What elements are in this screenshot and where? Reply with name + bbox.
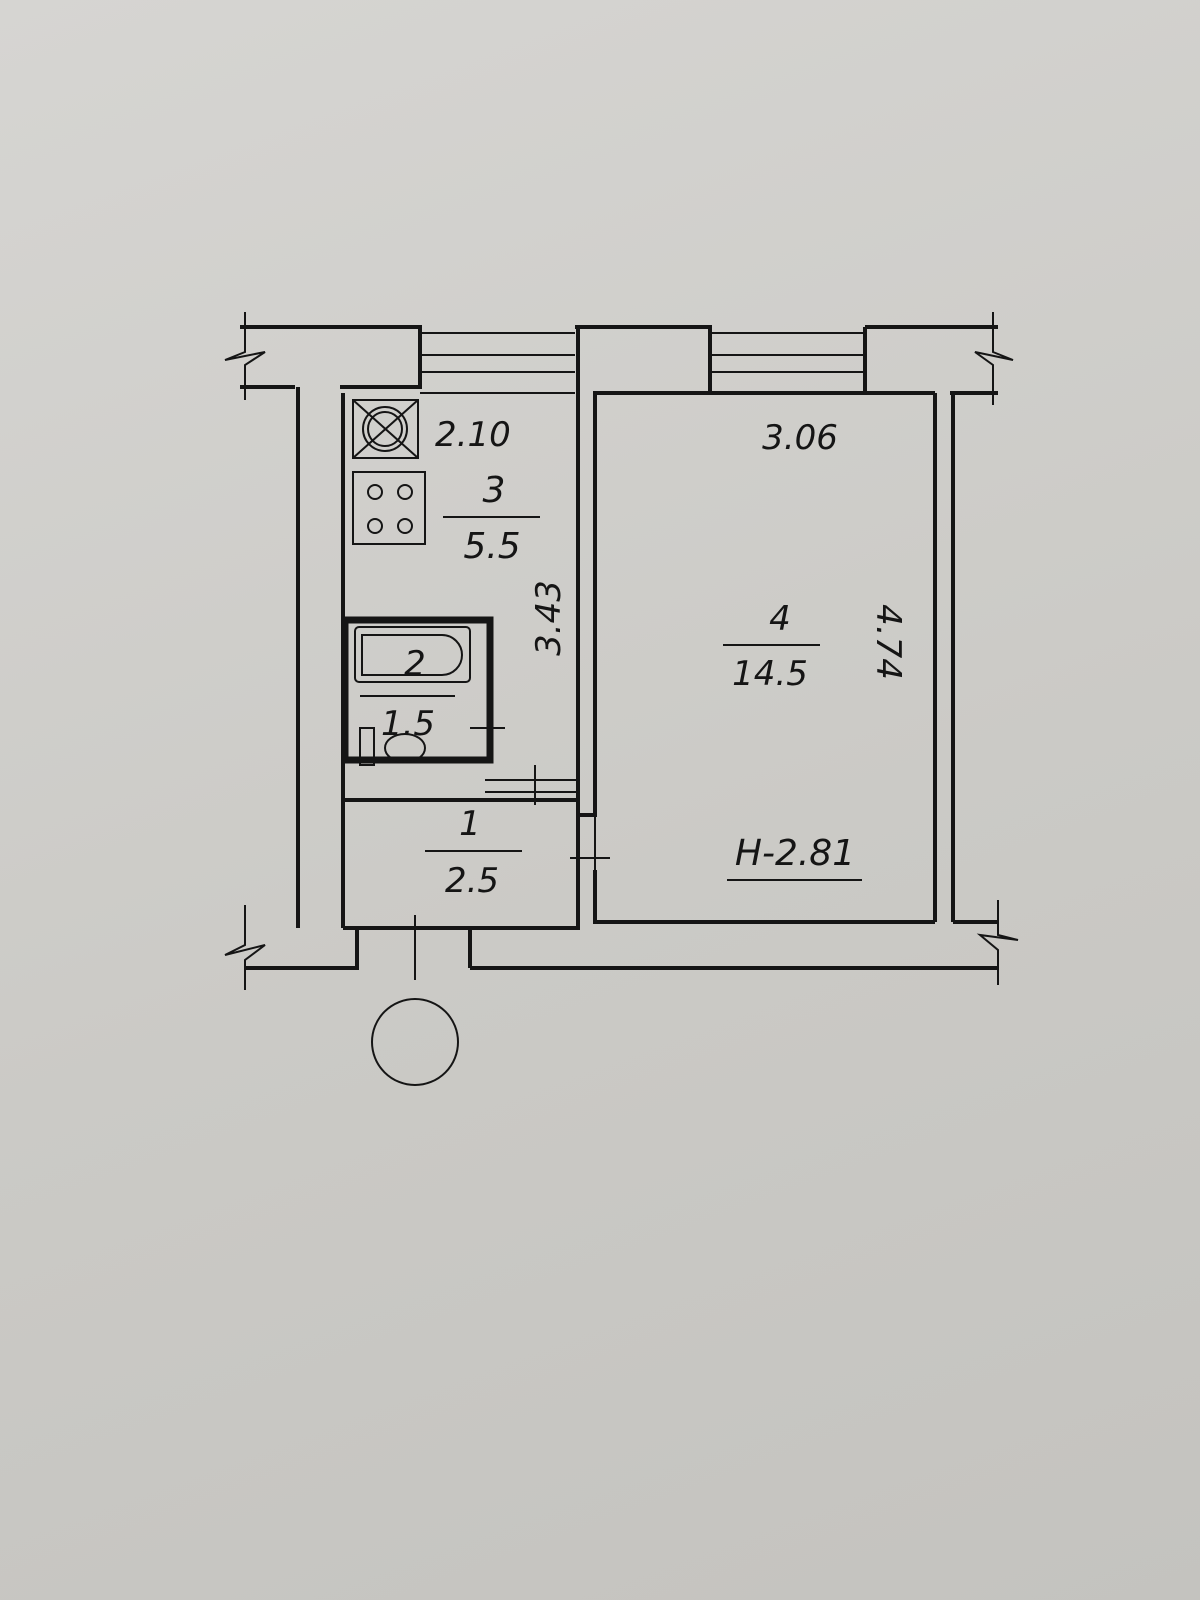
room-bottom-wall bbox=[593, 870, 935, 924]
kitchen-width: 2.10 bbox=[435, 415, 511, 455]
room-length: 4.74 bbox=[868, 604, 908, 680]
room-4-area: 14.5 bbox=[732, 654, 808, 694]
top-wall bbox=[240, 325, 998, 395]
ceiling-height: Н-2.81 bbox=[735, 833, 855, 874]
kitchen-length: 3.43 bbox=[529, 580, 569, 656]
bottom-wall-left bbox=[245, 926, 359, 970]
room-3-number: 3 bbox=[483, 470, 506, 511]
room-4-number: 4 bbox=[769, 599, 791, 639]
window-kitchen bbox=[420, 332, 575, 394]
room-1-number: 1 bbox=[459, 804, 481, 844]
room-2-number: 2 bbox=[404, 644, 426, 684]
window-room bbox=[710, 332, 865, 394]
break-marks bbox=[224, 312, 1019, 990]
room-1-area: 2.5 bbox=[445, 861, 499, 901]
room-width: 3.06 bbox=[762, 418, 838, 458]
room-3-area: 5.5 bbox=[463, 526, 520, 567]
partition-wall bbox=[576, 327, 935, 817]
entrance-marker bbox=[371, 998, 459, 1086]
boiler-icon bbox=[352, 399, 419, 459]
room-2-area: 1.5 bbox=[381, 704, 435, 744]
toilet-icon bbox=[359, 727, 375, 766]
bottom-wall-mid bbox=[468, 902, 580, 968]
stove-icon bbox=[352, 471, 426, 545]
bathtub-icon bbox=[354, 626, 471, 683]
